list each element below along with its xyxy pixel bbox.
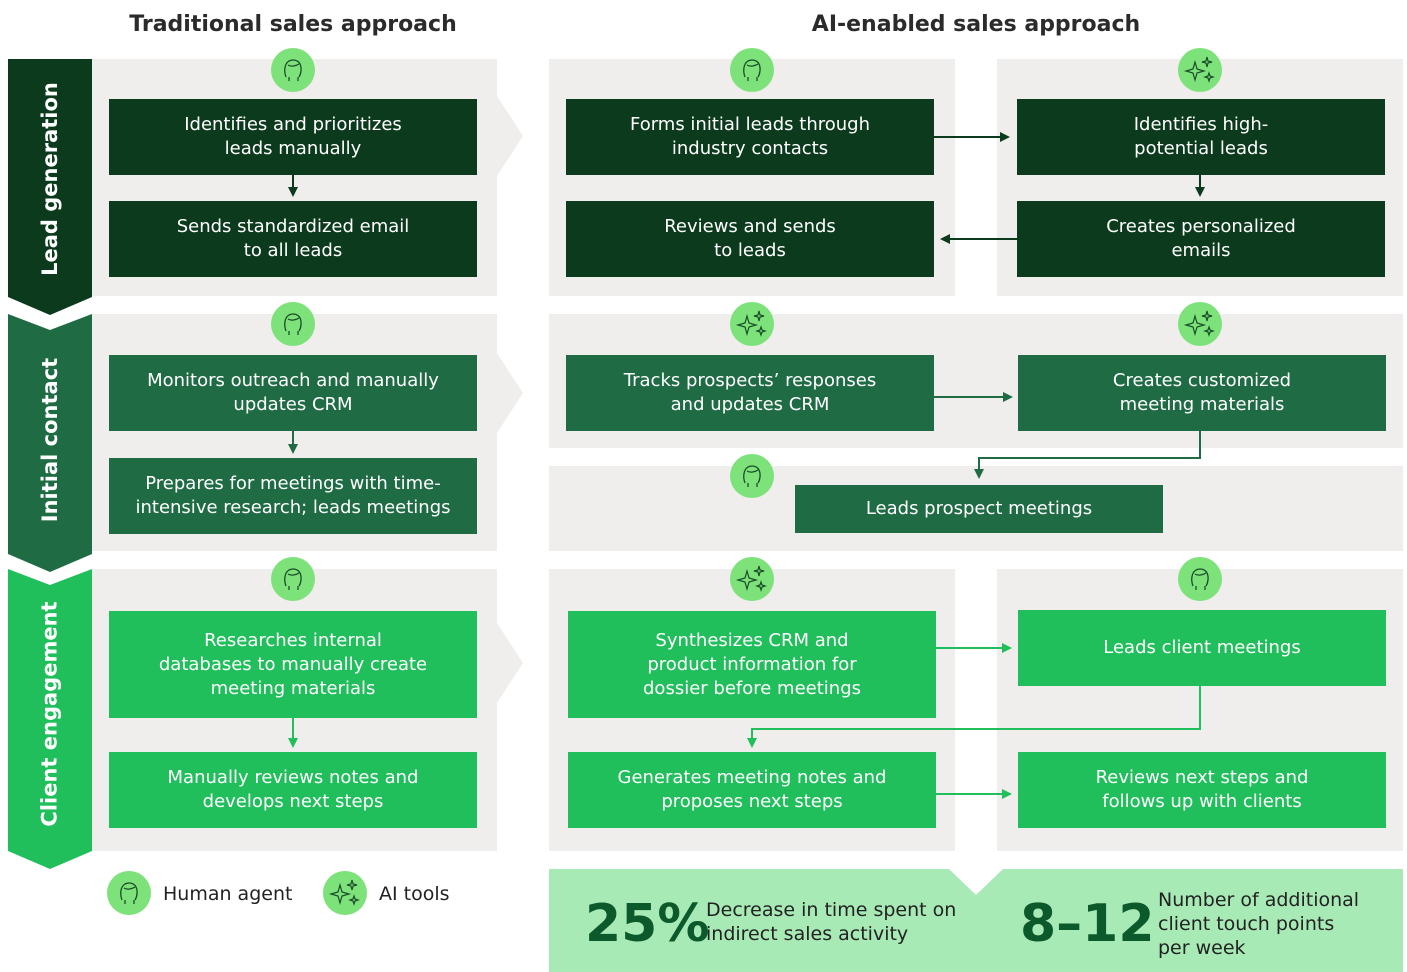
ai-tools-icon (1178, 48, 1222, 92)
chevron-arrow-contact (497, 353, 523, 433)
legend-human-label: Human agent (163, 883, 293, 905)
chevron-arrow-engage (497, 623, 523, 703)
ai-reviews-sends: Reviews and sends to leads (566, 201, 934, 277)
ai-reviews-next-steps: Reviews next steps and follows up with c… (1018, 752, 1386, 828)
ai-forms-leads: Forms initial leads through industry con… (566, 99, 934, 175)
ai-creates-materials: Creates customized meeting materials (1018, 355, 1386, 431)
trad-researches-databases: Researches internal databases to manuall… (109, 611, 477, 718)
ai-header: AI-enabled sales approach (811, 12, 1141, 37)
arrow-ai-materials-to-meetings (974, 431, 1201, 479)
ai-leads-prospect-meetings: Leads prospect meetings (795, 485, 1163, 533)
traditional-header: Traditional sales approach (129, 12, 457, 37)
trad-reviews-notes: Manually reviews notes and develops next… (109, 752, 477, 828)
stat-value-time-decrease: 25% (585, 894, 710, 954)
stage-band-lead-generation (8, 59, 92, 315)
ai-identifies-leads: Identifies high- potential leads (1017, 99, 1385, 175)
human-agent-icon (271, 48, 315, 92)
human-agent-icon (271, 557, 315, 601)
human-agent-icon (730, 48, 774, 92)
trad-identifies-leads: Identifies and prioritizes leads manuall… (109, 99, 477, 175)
stat-label-time-decrease: Decrease in time spent on indirect sales… (706, 899, 957, 945)
legend-ai-icon (323, 871, 367, 915)
stat-value-touch-points: 8–12 (1020, 894, 1155, 954)
human-agent-icon (730, 454, 774, 498)
ai-tracks-responses: Tracks prospects’ responses and updates … (566, 355, 934, 431)
ai-leads-client-meetings: Leads client meetings (1018, 610, 1386, 686)
trad-monitors-outreach: Monitors outreach and manually updates C… (109, 355, 477, 431)
stage-band-initial-contact (8, 314, 92, 572)
stat-label-touch-points: Number of additional client touch points… (1158, 889, 1360, 959)
legend-human-icon (107, 871, 151, 915)
ai-generates-notes: Generates meeting notes and proposes nex… (568, 752, 936, 828)
human-agent-icon (271, 302, 315, 346)
ai-synthesizes-crm: Synthesizes CRM and product information … (568, 611, 936, 718)
trad-prepares-meetings: Prepares for meetings with time- intensi… (109, 458, 477, 534)
arrow-ai-leads-to-generates (747, 686, 1201, 748)
ai-tools-icon (730, 557, 774, 601)
chevron-arrow-lead (497, 96, 523, 176)
ai-creates-emails: Creates personalized emails (1017, 201, 1385, 277)
stage-band-client-engagement (8, 569, 92, 869)
human-agent-icon (1178, 557, 1222, 601)
ai-tools-icon (730, 302, 774, 346)
trad-sends-email: Sends standardized email to all leads (109, 201, 477, 277)
legend-ai-label: AI tools (379, 883, 450, 905)
stats-banner (549, 869, 1403, 972)
ai-tools-icon (1178, 302, 1222, 346)
